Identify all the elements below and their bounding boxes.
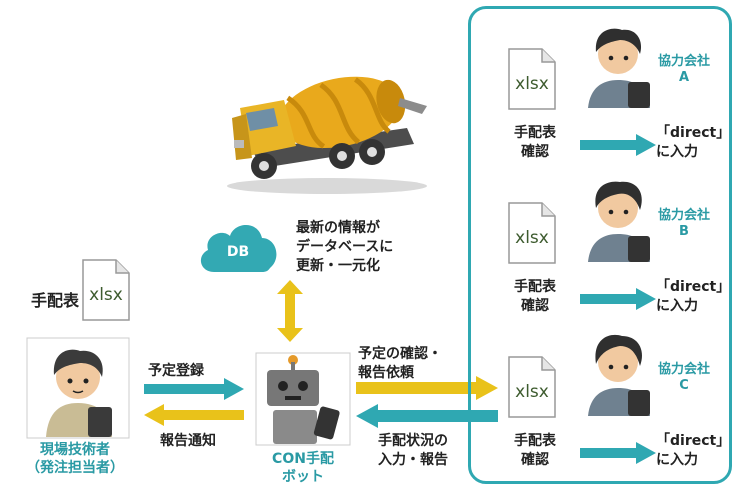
site-engineer-name: 現場技術者 （発注担当者） [26, 442, 124, 476]
left-file-label: xlsx [89, 285, 123, 305]
partner-a-name: 協力会社 A [657, 54, 710, 85]
bot-avatar [255, 352, 351, 446]
left-sheet-label: 手配表 [31, 291, 80, 310]
left-xlsx-file: xlsx [82, 259, 130, 321]
partner-c-xlsx-file: xlsx [508, 356, 556, 418]
notify-arrow [144, 404, 244, 426]
register-arrow [144, 378, 244, 400]
bot-name: CON手配 ボット [272, 451, 334, 485]
partner-companies-panel [468, 6, 732, 484]
partner-c-group: xlsx 協力会社 C 手配表 確認 「direct」 に入力 [500, 330, 730, 480]
partner-a-arrow [580, 134, 656, 156]
db-sync-arrow [277, 280, 303, 342]
partner-a-xlsx-file: xlsx [508, 48, 556, 110]
partner-a-input-label: 「direct」 に入力 [656, 125, 731, 160]
file-icon [82, 259, 130, 321]
notify-label: 報告通知 [160, 433, 216, 449]
partner-b-group: xlsx 協力会社 B 手配表 確認 「direct」 に入力 [500, 176, 730, 326]
database-cloud-icon [200, 225, 277, 272]
partner-c-avatar [588, 334, 650, 416]
mixer-truck-illustration [227, 76, 427, 194]
partner-c-name: 協力会社 C [657, 362, 710, 393]
register-label: 予定登録 [148, 363, 204, 379]
partner-c-input-label: 「direct」 に入力 [656, 433, 731, 468]
partner-b-name: 協力会社 B [657, 208, 710, 239]
db-caption: 最新の情報が データベースに 更新・一元化 [296, 220, 394, 274]
db-label: DB [226, 244, 250, 260]
partner-b-avatar [588, 181, 650, 262]
file-icon [508, 356, 556, 418]
partner-a-group: xlsx 協力会社 A 手配表 確認 「direct」 に入力 [500, 22, 730, 172]
status-input-label: 手配状況の 入力・報告 [378, 433, 448, 468]
check-request-label: 予定の確認・ 報告依頼 [358, 346, 442, 381]
partner-b-xlsx-file: xlsx [508, 202, 556, 264]
partner-b-check-label: 手配表 確認 [514, 279, 556, 314]
partner-c-check-label: 手配表 確認 [514, 433, 556, 468]
check-request-arrow [356, 376, 498, 400]
partner-b-input-label: 「direct」 に入力 [656, 279, 731, 314]
file-icon [508, 202, 556, 264]
site-engineer-avatar [26, 337, 130, 439]
partner-b-arrow [580, 288, 656, 310]
status-input-arrow [356, 404, 498, 428]
partner-a-check-label: 手配表 確認 [514, 125, 556, 160]
partner-c-arrow [580, 442, 656, 464]
partner-a-avatar [588, 28, 650, 108]
file-icon [508, 48, 556, 110]
